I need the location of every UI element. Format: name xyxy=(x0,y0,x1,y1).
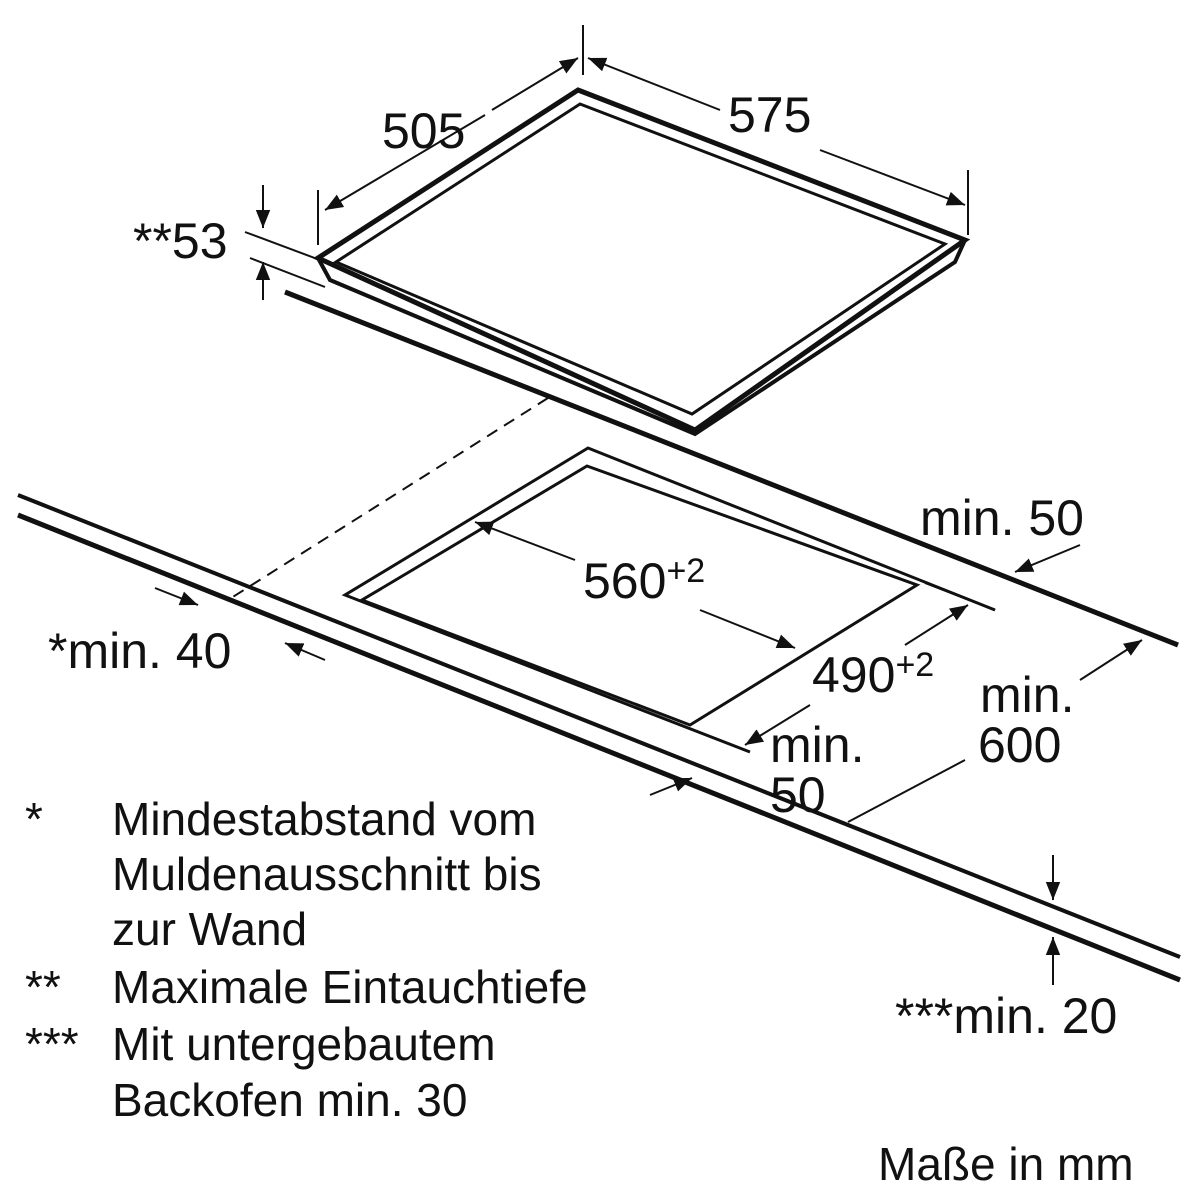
immersion-label: **53 xyxy=(133,213,228,269)
min-back-label: min. 50 xyxy=(920,490,1084,546)
min-side-label-2: 600 xyxy=(978,717,1061,773)
units-label: Maße in mm xyxy=(878,1138,1134,1190)
note-mark: *** xyxy=(25,1018,79,1070)
note-text: zur Wand xyxy=(112,903,307,955)
min-wall-label: *min. 40 xyxy=(48,623,231,679)
note-mark: ** xyxy=(25,961,61,1013)
min-front-label-1: min. xyxy=(770,717,864,773)
note-text: Mindestabstand vom xyxy=(112,793,536,845)
width-label: 575 xyxy=(728,87,811,143)
note-text: Muldenausschnitt bis xyxy=(112,848,542,900)
note-text: Backofen min. 30 xyxy=(112,1074,467,1126)
min-front-label-2: 50 xyxy=(770,767,826,823)
cutout-width-label: 560+2 xyxy=(583,552,705,609)
countertop xyxy=(17,289,1181,983)
note-mark: * xyxy=(25,793,43,845)
note-text: Maximale Eintauchtiefe xyxy=(112,961,588,1013)
hob xyxy=(312,87,971,437)
dimension-lines xyxy=(154,25,1143,985)
depth-label: 505 xyxy=(382,103,465,159)
min-thickness-label: ***min. 20 xyxy=(895,988,1117,1044)
note-text: Mit untergebautem xyxy=(112,1018,496,1070)
cutout-depth-label: 490+2 xyxy=(812,646,934,703)
footnotes: * Mindestabstand vom Muldenausschnitt bi… xyxy=(25,793,588,1126)
min-side-label-1: min. xyxy=(980,667,1074,723)
